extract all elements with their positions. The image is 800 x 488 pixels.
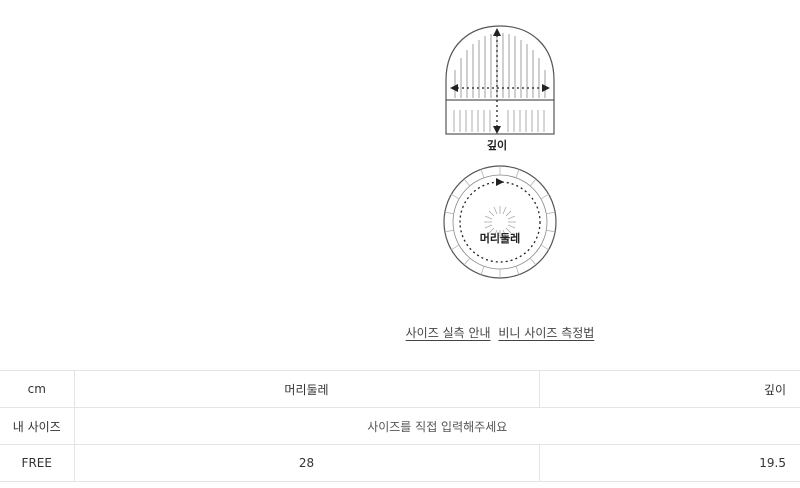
- circumference-label: 머리둘레: [480, 231, 520, 245]
- my-size-row: 내 사이즈 사이즈를 직접 입력해주세요: [0, 407, 800, 445]
- table-row: FREE 28 19.5: [0, 444, 800, 482]
- head-circumference-header: 머리둘레: [73, 370, 539, 408]
- beanie-top-view: [443, 165, 557, 279]
- my-size-input[interactable]: 사이즈를 직접 입력해주세요: [73, 407, 800, 445]
- beanie-size-illustration: 깊이: [443, 25, 557, 279]
- my-size-label: 내 사이즈: [0, 407, 74, 445]
- depth-header: 깊이: [538, 370, 800, 408]
- size-name-cell: FREE: [0, 444, 74, 482]
- beanie-side-view: [445, 25, 555, 135]
- depth-cell: 19.5: [538, 444, 800, 482]
- size-guide-links: 사이즈 실측 안내 비니 사이즈 측정법: [0, 324, 800, 344]
- unit-header: cm: [0, 370, 74, 408]
- actual-size-guide-link[interactable]: 사이즈 실측 안내: [405, 326, 491, 340]
- beanie-measure-method-link[interactable]: 비니 사이즈 측정법: [498, 326, 595, 340]
- size-table: cm 머리둘레 깊이 내 사이즈 사이즈를 직접 입력해주세요 FREE 28 …: [0, 370, 800, 482]
- size-table-header: cm 머리둘레 깊이: [0, 370, 800, 408]
- depth-label: 깊이: [487, 138, 507, 152]
- head-circumference-cell: 28: [73, 444, 539, 482]
